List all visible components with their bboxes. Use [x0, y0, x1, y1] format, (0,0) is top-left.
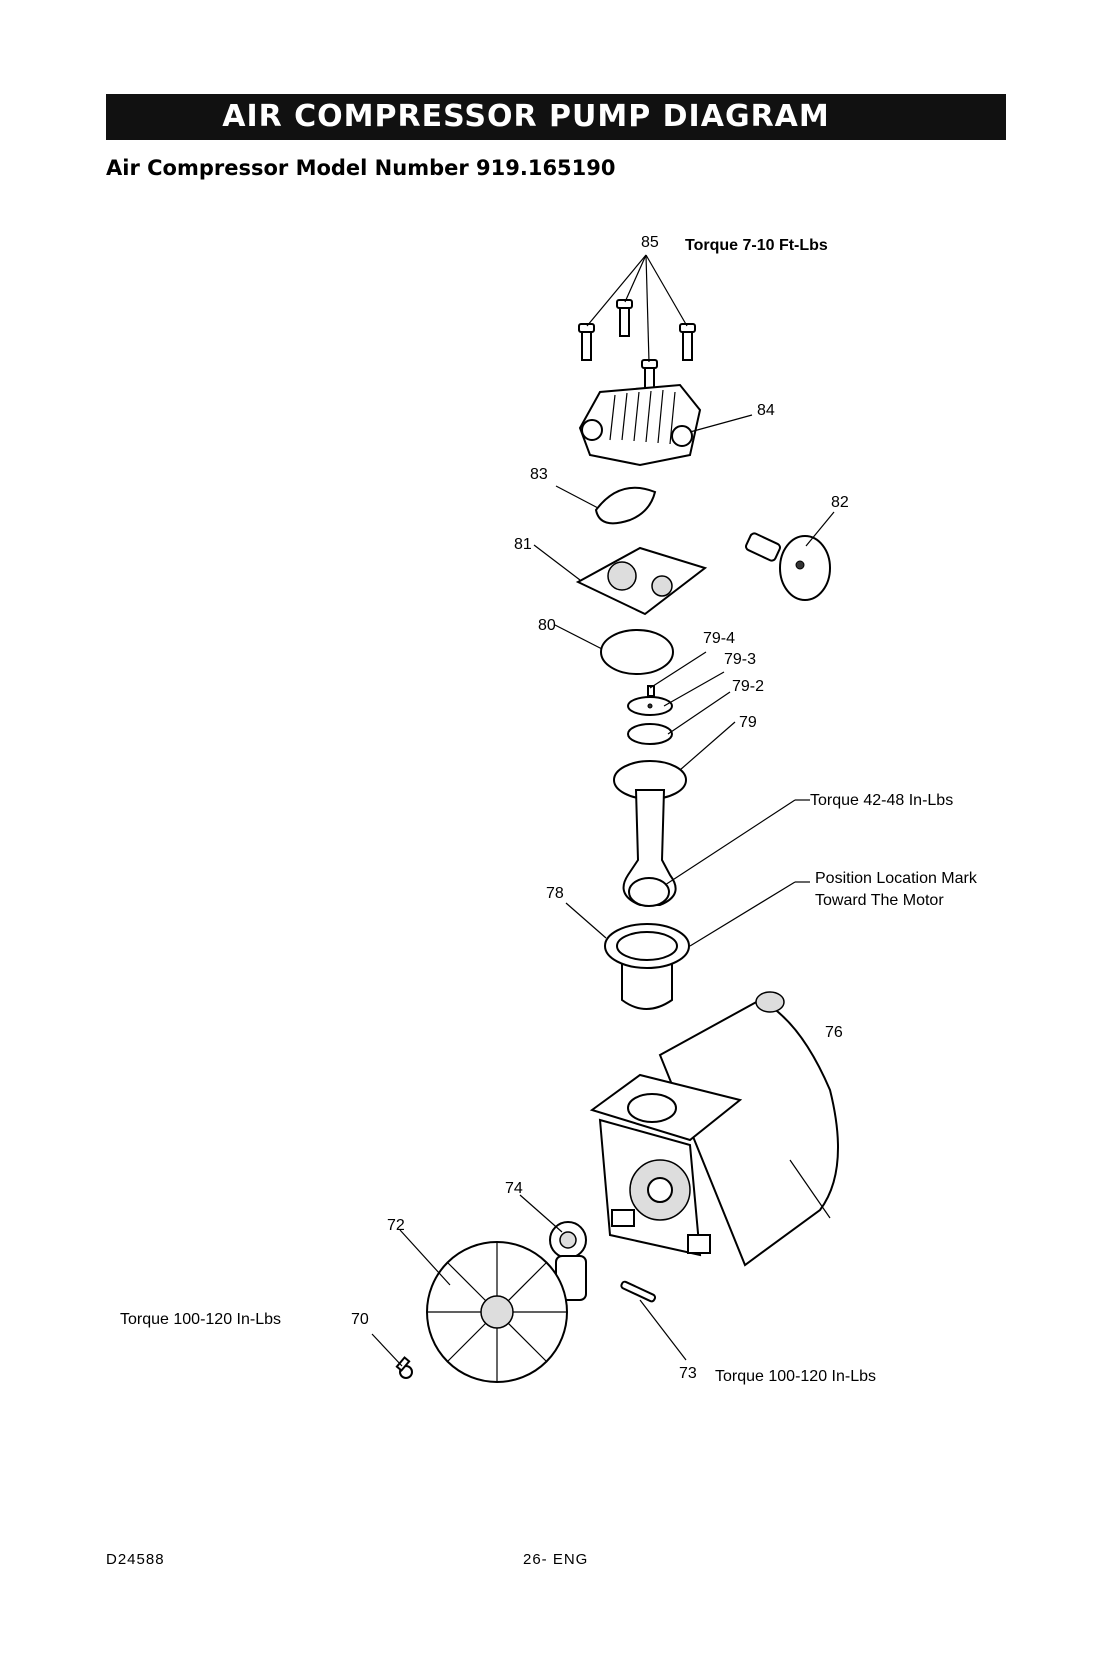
callout-82: 82 [831, 494, 849, 512]
callout-79-2: 79-2 [732, 678, 764, 696]
callout-78: 78 [546, 885, 564, 903]
callout-79-4: 79-4 [703, 630, 735, 648]
bolt-70 [397, 1357, 412, 1378]
callout-72: 72 [387, 1217, 405, 1235]
unloader-valve-82 [745, 532, 830, 600]
page-number: 26- ENG [523, 1551, 588, 1568]
position-note-line1: Position Location Mark [815, 870, 977, 888]
valve-plate-81 [578, 548, 705, 614]
piston-parts-79 [614, 686, 686, 906]
callout-74: 74 [505, 1180, 523, 1198]
torque-note-rod: Torque 42-48 In-Lbs [810, 792, 953, 810]
callout-73: 73 [679, 1365, 697, 1383]
screw-73 [620, 1281, 656, 1303]
callout-85: 85 [641, 234, 659, 252]
callout-76: 76 [825, 1024, 843, 1042]
torque-note-70: Torque 100-120 In-Lbs [120, 1311, 281, 1329]
cylinder-head-84 [580, 385, 700, 465]
torque-note-73: Torque 100-120 In-Lbs [715, 1368, 876, 1386]
callout-70: 70 [351, 1311, 369, 1329]
gasket-80 [601, 630, 673, 674]
callout-79-3: 79-3 [724, 651, 756, 669]
callout-84: 84 [757, 402, 775, 420]
bolt-85-a [579, 324, 594, 360]
gasket-83 [596, 488, 655, 524]
cylinder-sleeve-78 [605, 924, 689, 1009]
bolt-85-c [680, 324, 695, 360]
bolt-85-b [617, 300, 632, 336]
callout-79: 79 [739, 714, 757, 732]
fan-72 [427, 1242, 567, 1382]
motor-crankcase-76 [592, 992, 838, 1265]
callout-81: 81 [514, 536, 532, 554]
torque-note-85: Torque 7-10 Ft-Lbs [685, 237, 828, 255]
callout-80: 80 [538, 617, 556, 635]
document-number: D24588 [106, 1551, 165, 1568]
callout-83: 83 [530, 466, 548, 484]
position-note-line2: Toward The Motor [815, 892, 944, 910]
